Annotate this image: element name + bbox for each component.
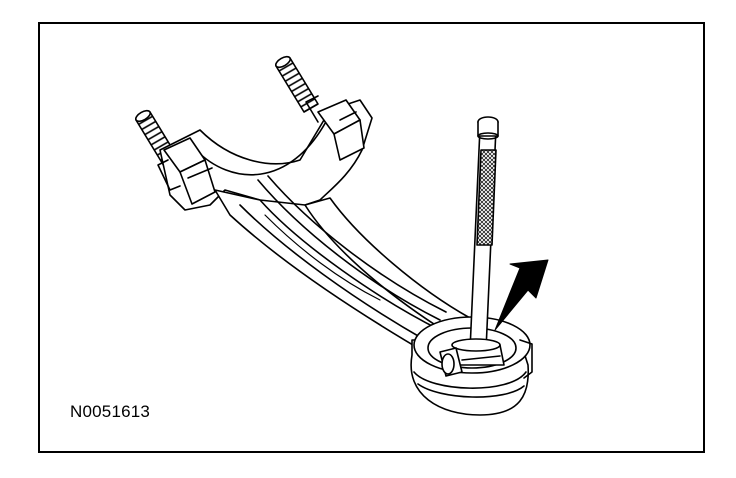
- arrow-icon: [494, 259, 549, 331]
- bushing-tool: [439, 116, 505, 377]
- rod-beam: [214, 175, 471, 356]
- big-end: [157, 95, 373, 211]
- figure-frame: [38, 22, 705, 453]
- figure-id-label: N0051613: [70, 402, 151, 421]
- right-bolt: [274, 55, 319, 113]
